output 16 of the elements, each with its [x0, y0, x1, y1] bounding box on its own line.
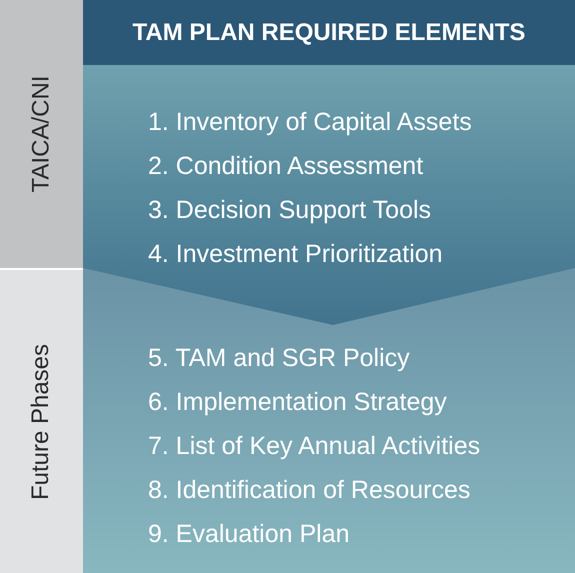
element-item: 1. Inventory of Capital Assets	[148, 107, 473, 137]
phase-label: TAICA/CNI	[26, 76, 56, 192]
lower-panel	[83, 268, 575, 573]
element-item: 6. Implementation Strategy	[148, 387, 448, 417]
element-item: 8. Identification of Resources	[148, 475, 472, 505]
header-title: TAM PLAN REQUIRED ELEMENTS	[132, 18, 526, 48]
header-band	[83, 0, 575, 65]
element-item: 5. TAM and SGR Policy	[148, 343, 411, 373]
phase-band	[0, 270, 83, 573]
element-item: 3. Decision Support Tools	[148, 195, 432, 225]
element-item: 2. Condition Assessment	[148, 151, 424, 181]
element-item: 7. List of Key Annual Activities	[148, 431, 482, 461]
element-item: 4. Investment Prioritization	[148, 239, 444, 269]
phase-label: Future Phases	[26, 343, 56, 500]
element-item: 9. Evaluation Plan	[148, 519, 351, 549]
phase-band	[0, 0, 83, 268]
